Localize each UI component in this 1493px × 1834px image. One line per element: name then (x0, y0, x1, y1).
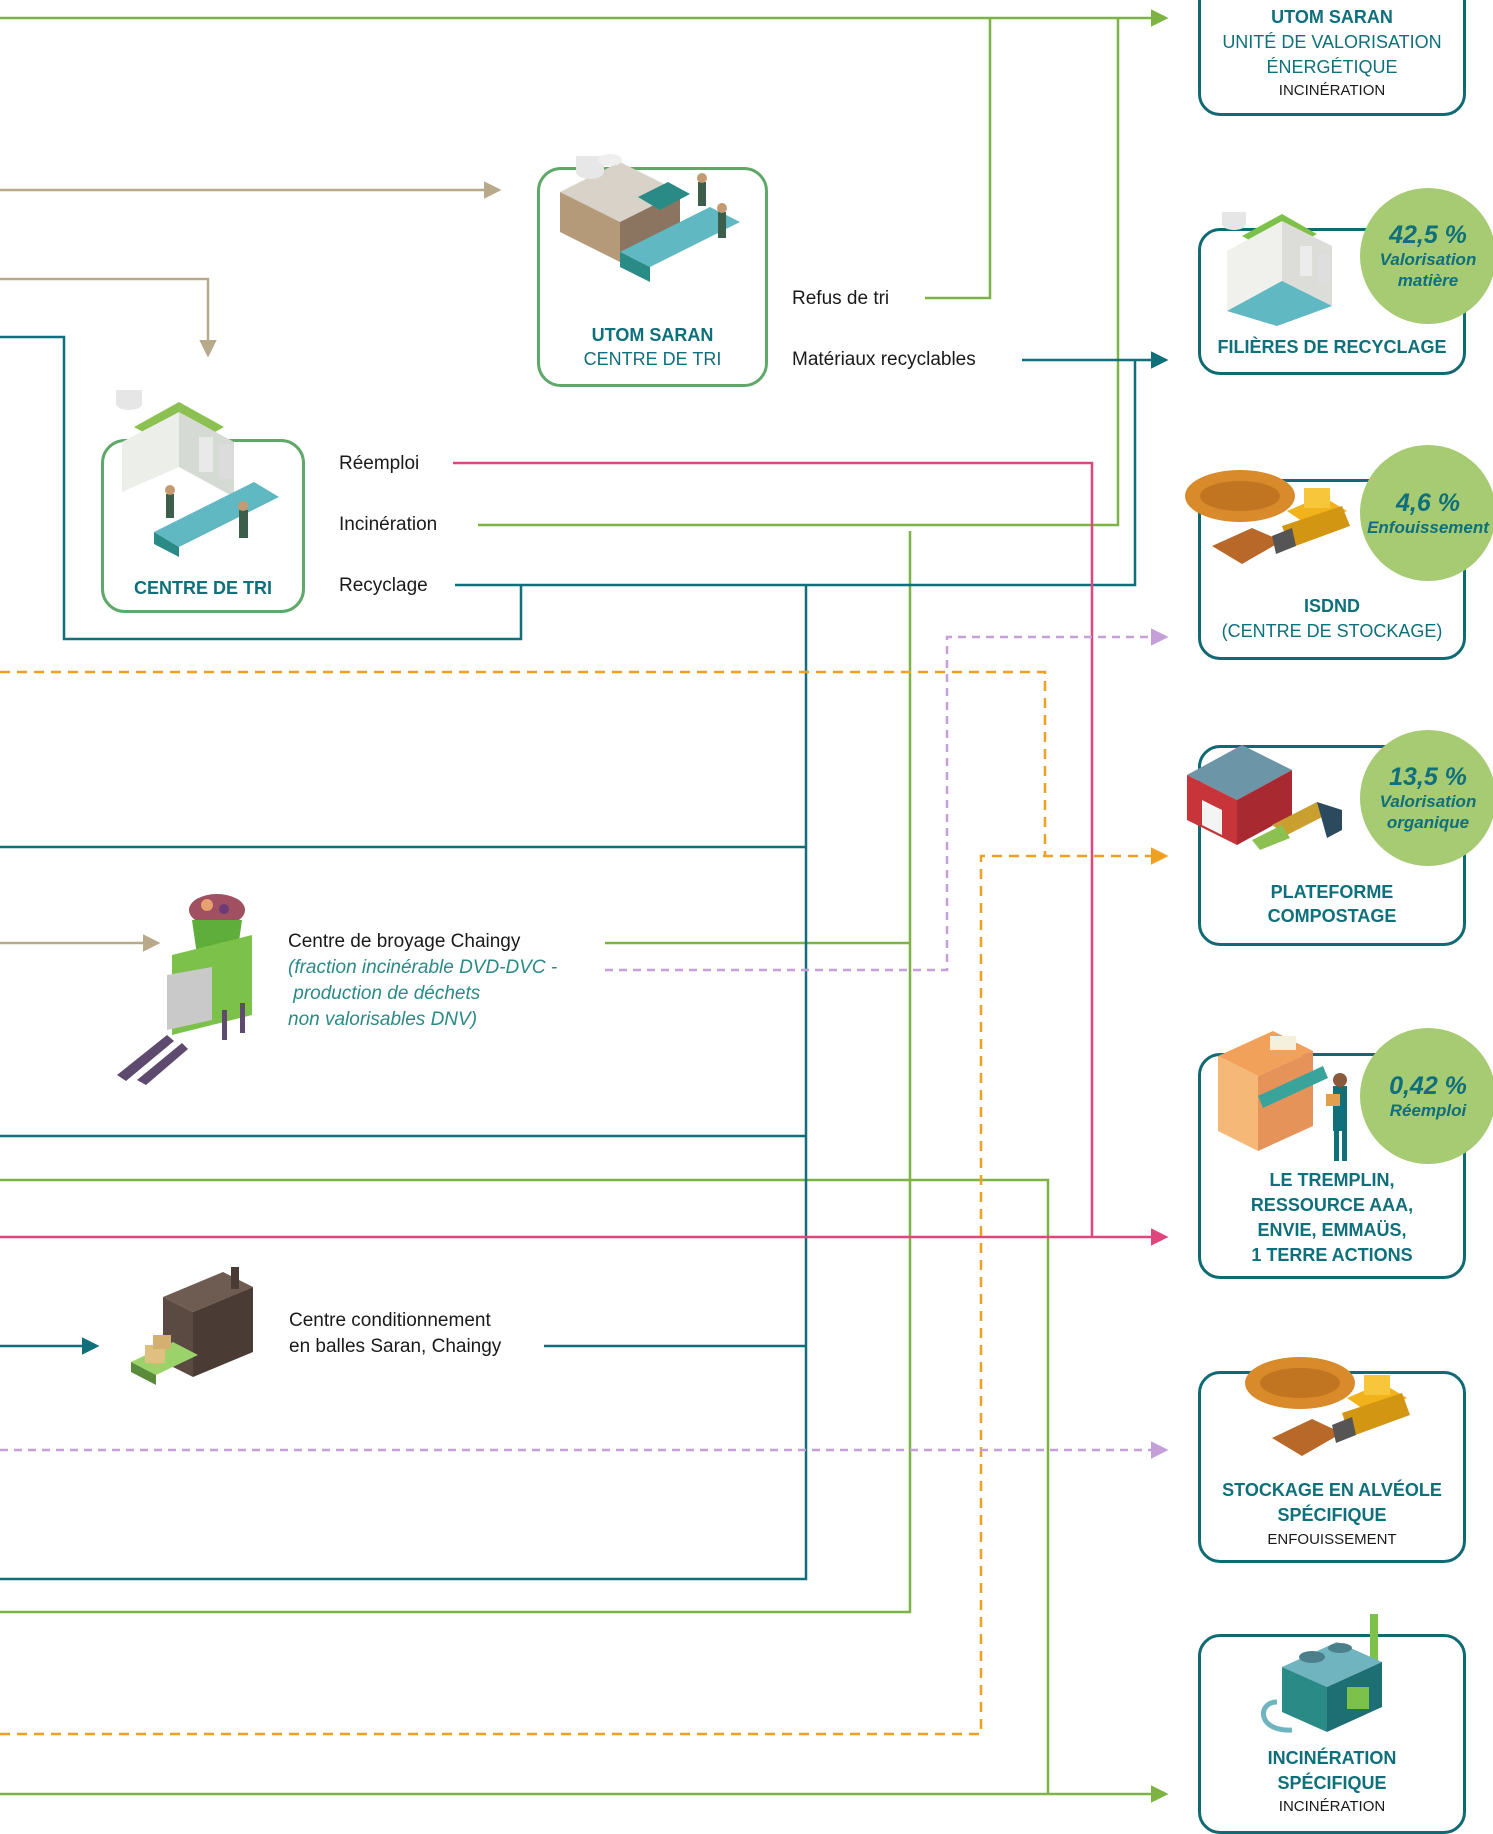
dest-type: ENFOUISSEMENT (1267, 1531, 1397, 1548)
balles-line-1: Centre conditionnement (289, 1310, 491, 1331)
badge-caption: matière (1397, 271, 1459, 290)
badge-caption: Réemploi (1389, 1100, 1467, 1120)
dest-title: ENVIE, EMMAÜS, (1257, 1220, 1407, 1240)
dest-sub: (CENTRE DE STOCKAGE) (1221, 621, 1443, 641)
flow-line-green (0, 1178, 1050, 1794)
percentage-badge: 0,42 % Réemploi (1360, 1028, 1493, 1164)
reuse-shop-icon (1218, 1031, 1347, 1161)
dest-title: UTOM SARAN (1271, 7, 1393, 27)
flow-line-teal (0, 335, 523, 641)
badge-caption: organique (1386, 813, 1470, 832)
badge-caption: Valorisation (1379, 250, 1477, 269)
flow-line-orange-dashed (0, 670, 1047, 856)
dest-title: FILIÈRES DE RECYCLAGE (1217, 337, 1447, 357)
recycling-factory-icon (1222, 212, 1332, 326)
label-recyclage: Recyclage (339, 573, 436, 599)
flow-line-orange-dashed (0, 847, 1169, 1736)
broyage-note-line-3: non valorisables DNV) (288, 1009, 478, 1030)
compost-barn-icon (1187, 745, 1342, 850)
dest-title: LE TREMPLIN, (1269, 1170, 1395, 1190)
flow-line-pink (453, 461, 1094, 1237)
badge-percentage: 13,5 % (1389, 763, 1467, 791)
dest-title: INCINÉRATION (1267, 1748, 1397, 1768)
dest-title: SPÉCIFIQUE (1277, 1773, 1387, 1793)
facility-centre-de-tri: CENTRE DE TRI (101, 390, 305, 613)
percentage-badge: 13,5 % Valorisation organique (1360, 730, 1493, 866)
flow-line-teal (0, 585, 808, 1581)
facility-name: CENTRE DE TRI (133, 578, 272, 598)
label-incineration: Incinération (339, 512, 446, 538)
dest-title: 1 TERRE ACTIONS (1251, 1245, 1413, 1265)
flow-line-tan (0, 277, 217, 358)
shredder-icon (117, 894, 252, 1085)
flow-line-green (0, 531, 912, 1614)
facility-sub: CENTRE DE TRI (583, 349, 722, 369)
landfill-bulldozer-icon (1185, 470, 1350, 564)
baling-press-icon (131, 1267, 253, 1385)
badge-caption: Valorisation (1379, 792, 1477, 811)
flow-line-green (478, 18, 1120, 527)
badge-percentage: 42,5 % (1389, 221, 1467, 249)
balles-line-2: en balles Saran, Chaingy (289, 1334, 510, 1360)
flow-line-lavender-dashed (605, 628, 1169, 972)
dest-title: PLATEFORME (1270, 882, 1394, 902)
landfill-bulldozer-icon (1245, 1357, 1410, 1456)
label-reemploi: Réemploi (339, 451, 428, 477)
dest-title: STOCKAGE EN ALVÉOLE (1222, 1480, 1442, 1500)
facility-name: UTOM SARAN (591, 325, 714, 345)
dest-title: SPÉCIFIQUE (1277, 1505, 1387, 1525)
label-materiaux-recyclables: Matériaux recyclables (792, 347, 986, 373)
flow-line-green (925, 18, 992, 300)
dest-title: RESSOURCE AAA, (1250, 1195, 1414, 1215)
dest-type: INCINÉRATION (1278, 82, 1386, 99)
broyage-title: Centre de broyage Chaingy (288, 929, 529, 955)
label-refus-de-tri: Refus de tri (792, 286, 896, 312)
percentage-badge: 4,6 % Enfouissement (1360, 445, 1493, 581)
dest-sub: ÉNERGÉTIQUE (1266, 57, 1398, 77)
facility-utom-tri: UTOM SARAN CENTRE DE TRI (537, 154, 768, 387)
dest-title: ISDND (1303, 596, 1360, 616)
flow-line-teal (455, 360, 1137, 587)
incinerator-icon (1261, 1614, 1382, 1733)
badge-percentage: 4,6 % (1396, 488, 1460, 517)
sorting-plant-icon (116, 390, 279, 557)
dest-utom-saran-incineration: UTOM SARAN UNITÉ DE VALORISATION ÉNERGÉT… (1198, 0, 1466, 116)
dest-type: INCINÉRATION (1278, 1798, 1386, 1815)
broyage-note-line-1: (fraction incinérable DVD-DVC - (288, 957, 558, 978)
dest-sub: UNITÉ DE VALORISATION (1222, 32, 1442, 52)
badge-percentage: 0,42 % (1389, 1071, 1467, 1100)
dest-title: COMPOSTAGE (1267, 906, 1397, 926)
badge-caption: Enfouissement (1367, 517, 1489, 537)
percentage-badge: 42,5 % Valorisation matière (1360, 188, 1493, 324)
sorting-plant-icon (560, 154, 740, 282)
broyage-note-line-2: production de déchets (288, 983, 481, 1004)
